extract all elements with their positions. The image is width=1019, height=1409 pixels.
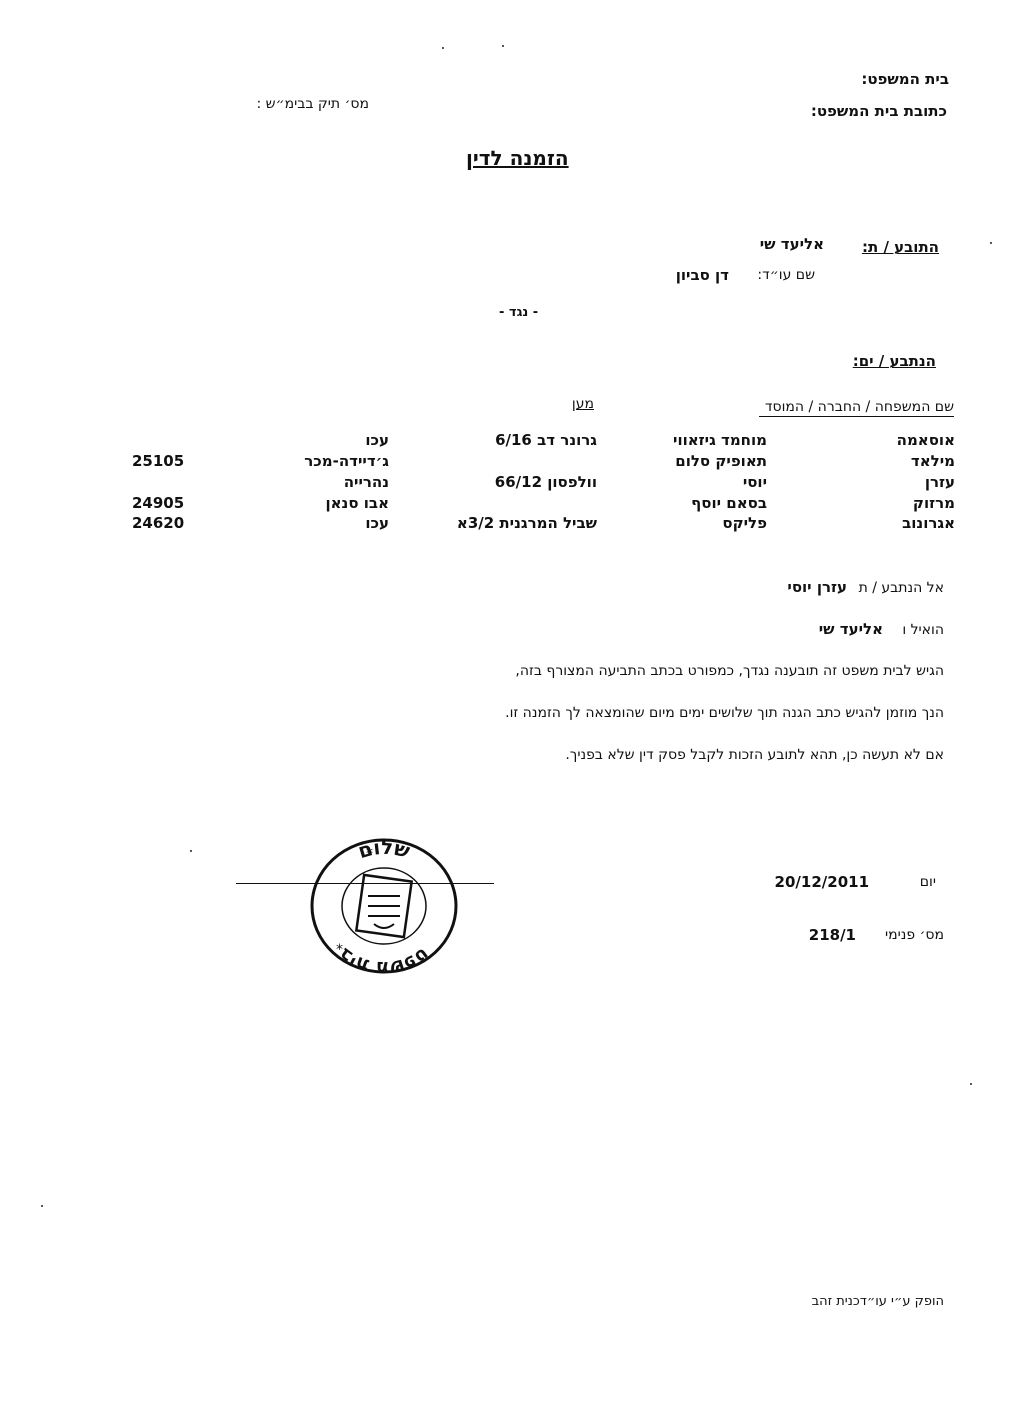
- signature-line: [236, 883, 494, 884]
- defendant-city: אבו סנאן: [325, 494, 389, 512]
- scan-speck: [41, 1205, 43, 1207]
- defendant-last-name: מילאד: [910, 452, 955, 470]
- defendant-last-name: עזרן: [924, 473, 955, 491]
- plaintiff-label: התובע / ת:: [861, 238, 939, 256]
- court-stamp: שלום בית משפט * *: [308, 835, 460, 978]
- defendant-first-name: תאופיק סלום: [675, 452, 767, 470]
- stamp-star-icon: *: [366, 846, 373, 862]
- internal-number-label: מס׳ פנימי: [885, 927, 944, 943]
- scan-speck: [190, 850, 192, 852]
- table-row: מרזוק בסאם יוסף אבו סנאן 24905: [0, 494, 1019, 516]
- versus-label: - נגד -: [499, 305, 539, 320]
- defendant-city: עכו: [365, 431, 389, 449]
- defendant-last-name: אוסאמה: [896, 431, 955, 449]
- stamp-ring-top: שלום: [355, 835, 413, 863]
- scan-speck: [502, 45, 504, 47]
- lawyer-name: דן סביון: [675, 266, 729, 284]
- plaintiff-name: אליעד שי: [759, 235, 824, 253]
- body-line-2: הנך מוזמן להגיש כתב הגנה תוך שלושים ימים…: [505, 705, 944, 721]
- court-label: בית המשפט:: [861, 70, 949, 88]
- table-row: עזרן יוסי וולפסון 66/12 נהרייה: [0, 473, 1019, 495]
- printer-note: הופק ע״י עו״דכנית זהב: [811, 1294, 944, 1309]
- col-address-header: מען: [571, 396, 594, 412]
- since-label: הואיל ו: [902, 622, 944, 638]
- defendant-first-name: מוחמד גיזאווי: [673, 431, 767, 449]
- court-address-label: כתובת בית המשפט:: [810, 102, 947, 120]
- defendant-last-name: אגרונוב: [902, 514, 955, 532]
- svg-text:בית משפט: בית משפט: [335, 943, 433, 976]
- defendant-street: גרונר דב 6/16: [495, 431, 597, 449]
- court-stamp-seal: שלום בית משפט * *: [310, 835, 458, 978]
- to-defendant-name: עזרן יוסי: [787, 578, 847, 596]
- table-row: מילאד תאופיק סלום ג׳דיידה-מכר 25105: [0, 452, 1019, 474]
- internal-number-value: 218/1: [808, 926, 856, 944]
- file-number-label: מס׳ תיק בבימ״ש :: [256, 96, 369, 112]
- stamp-star-icon: *: [336, 942, 343, 958]
- scan-speck: [990, 242, 992, 244]
- since-name: אליעד שי: [818, 620, 883, 638]
- lawyer-label: שם עו״ד:: [757, 267, 815, 283]
- defendant-street: שביל המרגנית 3/2א: [456, 514, 597, 532]
- day-label: יום: [919, 874, 936, 890]
- defendant-zip: 25105: [132, 452, 185, 470]
- stamp-ring-bottom: בית משפט: [335, 943, 433, 978]
- defendants-label: הנתבע / ים:: [852, 352, 936, 370]
- to-defendant-label: אל הנתבע / ת: [858, 580, 944, 596]
- body-line-3: אם לא תעשה כן, תהא לתובע הזכות לקבל פסק …: [565, 747, 944, 763]
- table-row: אגרונוב פליקס שביל המרגנית 3/2א עכו 2462…: [0, 514, 1019, 536]
- defendant-first-name: בסאם יוסף: [691, 494, 767, 512]
- scan-speck: [970, 1083, 972, 1085]
- defendant-zip: 24905: [132, 494, 185, 512]
- defendant-first-name: יוסי: [742, 473, 767, 491]
- date-value: 20/12/2011: [774, 873, 869, 891]
- table-row: אוסאמה מוחמד גיזאווי גרונר דב 6/16 עכו: [0, 431, 1019, 453]
- defendant-city: עכו: [365, 514, 389, 532]
- defendant-last-name: מרזוק: [912, 494, 955, 512]
- defendant-street: וולפסון 66/12: [494, 473, 597, 491]
- defendant-city: ג׳דיידה-מכר: [304, 452, 389, 470]
- col-name-header: שם המשפחה / החברה / המוסד: [758, 399, 954, 417]
- scan-speck: [442, 47, 444, 49]
- defendant-first-name: פליקס: [722, 514, 767, 532]
- svg-text:שלום: שלום: [355, 836, 413, 863]
- defendant-city: נהרייה: [343, 473, 389, 491]
- body-line-1: הגיש לבית משפט זה תובענה נגדך, כמפורט בכ…: [515, 663, 944, 679]
- defendant-zip: 24620: [132, 514, 185, 532]
- document-title: הזמנה לדין: [466, 146, 569, 170]
